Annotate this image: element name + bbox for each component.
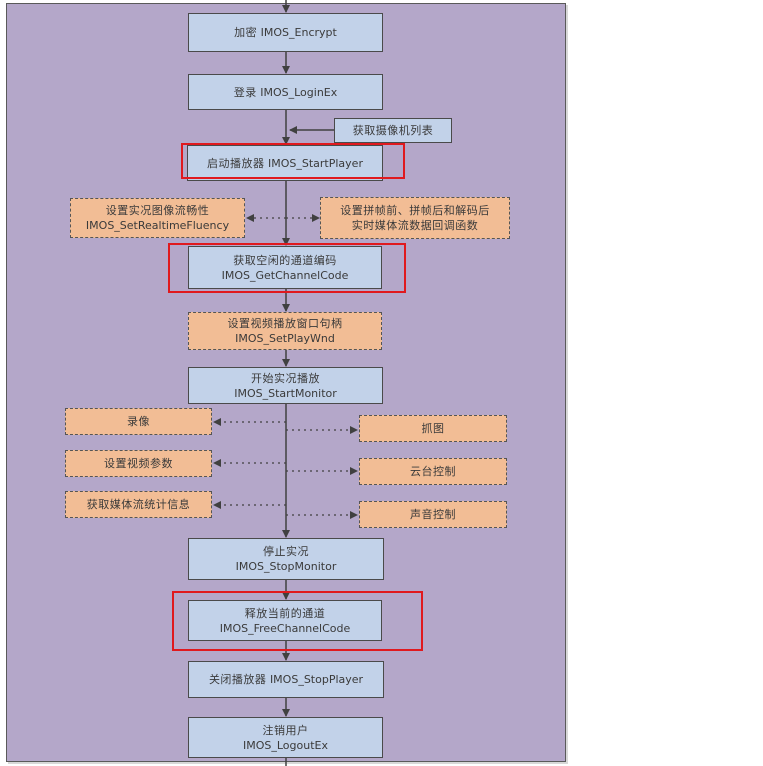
step-start-monitor: 开始实况播放 IMOS_StartMonitor	[188, 367, 383, 404]
action-label: 抓图	[421, 422, 445, 435]
step-label-zh: 注销用户	[262, 723, 309, 737]
optional-label-zh: 设置实况图像流畅性	[105, 204, 210, 217]
action-label: 获取媒体流统计信息	[86, 498, 191, 511]
step-api: IMOS_LogoutEx	[243, 738, 328, 752]
step-api: IMOS_StopMonitor	[235, 560, 337, 573]
step-stop-player: 关闭播放器 IMOS_StopPlayer	[188, 661, 384, 698]
step-label-zh: 开始实况播放	[251, 371, 320, 385]
highlight-frame-get-channel-code	[168, 243, 406, 293]
action-snapshot: 抓图	[359, 415, 507, 442]
step-label-zh: 加密	[234, 26, 258, 39]
optional-api: IMOS_SetRealtimeFluency	[85, 219, 230, 232]
action-label: 设置视频参数	[104, 457, 173, 470]
action-label: 声音控制	[410, 508, 456, 521]
step-api: IMOS_SetPlayWnd	[235, 332, 335, 345]
optional-label-line1: 设置拼帧前、拼帧后和解码后	[340, 204, 490, 217]
action-label: 云台控制	[410, 465, 456, 478]
step-label-zh: 登录	[233, 85, 257, 99]
action-ptz: 云台控制	[359, 458, 507, 485]
step-free-channel-code: 释放当前的通道 IMOS_FreeChannelCode	[188, 600, 382, 641]
step-api: IMOS_GetChannelCode	[221, 268, 349, 282]
step-label-zh: 启动播放器	[207, 156, 265, 170]
action-stream-stats: 获取媒体流统计信息	[65, 491, 212, 518]
step-start-player: 启动播放器 IMOS_StartPlayer	[187, 145, 383, 181]
step-api: IMOS_StartMonitor	[234, 386, 337, 400]
action-video-params: 设置视频参数	[65, 450, 212, 477]
step-get-channel-code: 获取空闲的通道编码 IMOS_GetChannelCode	[188, 246, 382, 289]
optional-label-line2: 实时媒体流数据回调函数	[351, 219, 479, 232]
step-label-zh: 释放当前的通道	[244, 606, 326, 620]
action-label: 录像	[127, 415, 150, 428]
step-stop-monitor: 停止实况 IMOS_StopMonitor	[188, 538, 384, 580]
step-api: IMOS_StartPlayer	[268, 156, 363, 170]
step-api: IMOS_StopPlayer	[269, 673, 364, 686]
side-input-label: 获取摄像机列表	[352, 124, 434, 137]
action-audio: 声音控制	[359, 501, 507, 528]
step-label-zh: 关闭播放器	[208, 673, 267, 686]
optional-callback: 设置拼帧前、拼帧后和解码后 实时媒体流数据回调函数	[320, 197, 510, 239]
step-api: IMOS_FreeChannelCode	[219, 621, 351, 635]
step-label-zh: 设置视频播放窗口句柄	[227, 317, 343, 330]
highlight-frame-start-player	[181, 143, 405, 179]
step-login: 登录 IMOS_LoginEx	[188, 74, 383, 110]
step-logout: 注销用户 IMOS_LogoutEx	[188, 717, 383, 758]
step-encrypt: 加密 IMOS_Encrypt	[188, 13, 383, 52]
step-set-play-wnd: 设置视频播放窗口句柄 IMOS_SetPlayWnd	[188, 312, 382, 350]
optional-fluency: 设置实况图像流畅性 IMOS_SetRealtimeFluency	[70, 198, 245, 238]
step-label-zh: 获取空闲的通道编码	[233, 253, 337, 267]
step-api: IMOS_LoginEx	[260, 85, 338, 99]
highlight-frame-free-channel-code	[172, 591, 423, 651]
side-input-camera-list: 获取摄像机列表	[334, 118, 452, 143]
step-label-zh: 停止实况	[263, 545, 309, 558]
step-api: IMOS_Encrypt	[260, 26, 337, 39]
action-record: 录像	[65, 408, 212, 435]
